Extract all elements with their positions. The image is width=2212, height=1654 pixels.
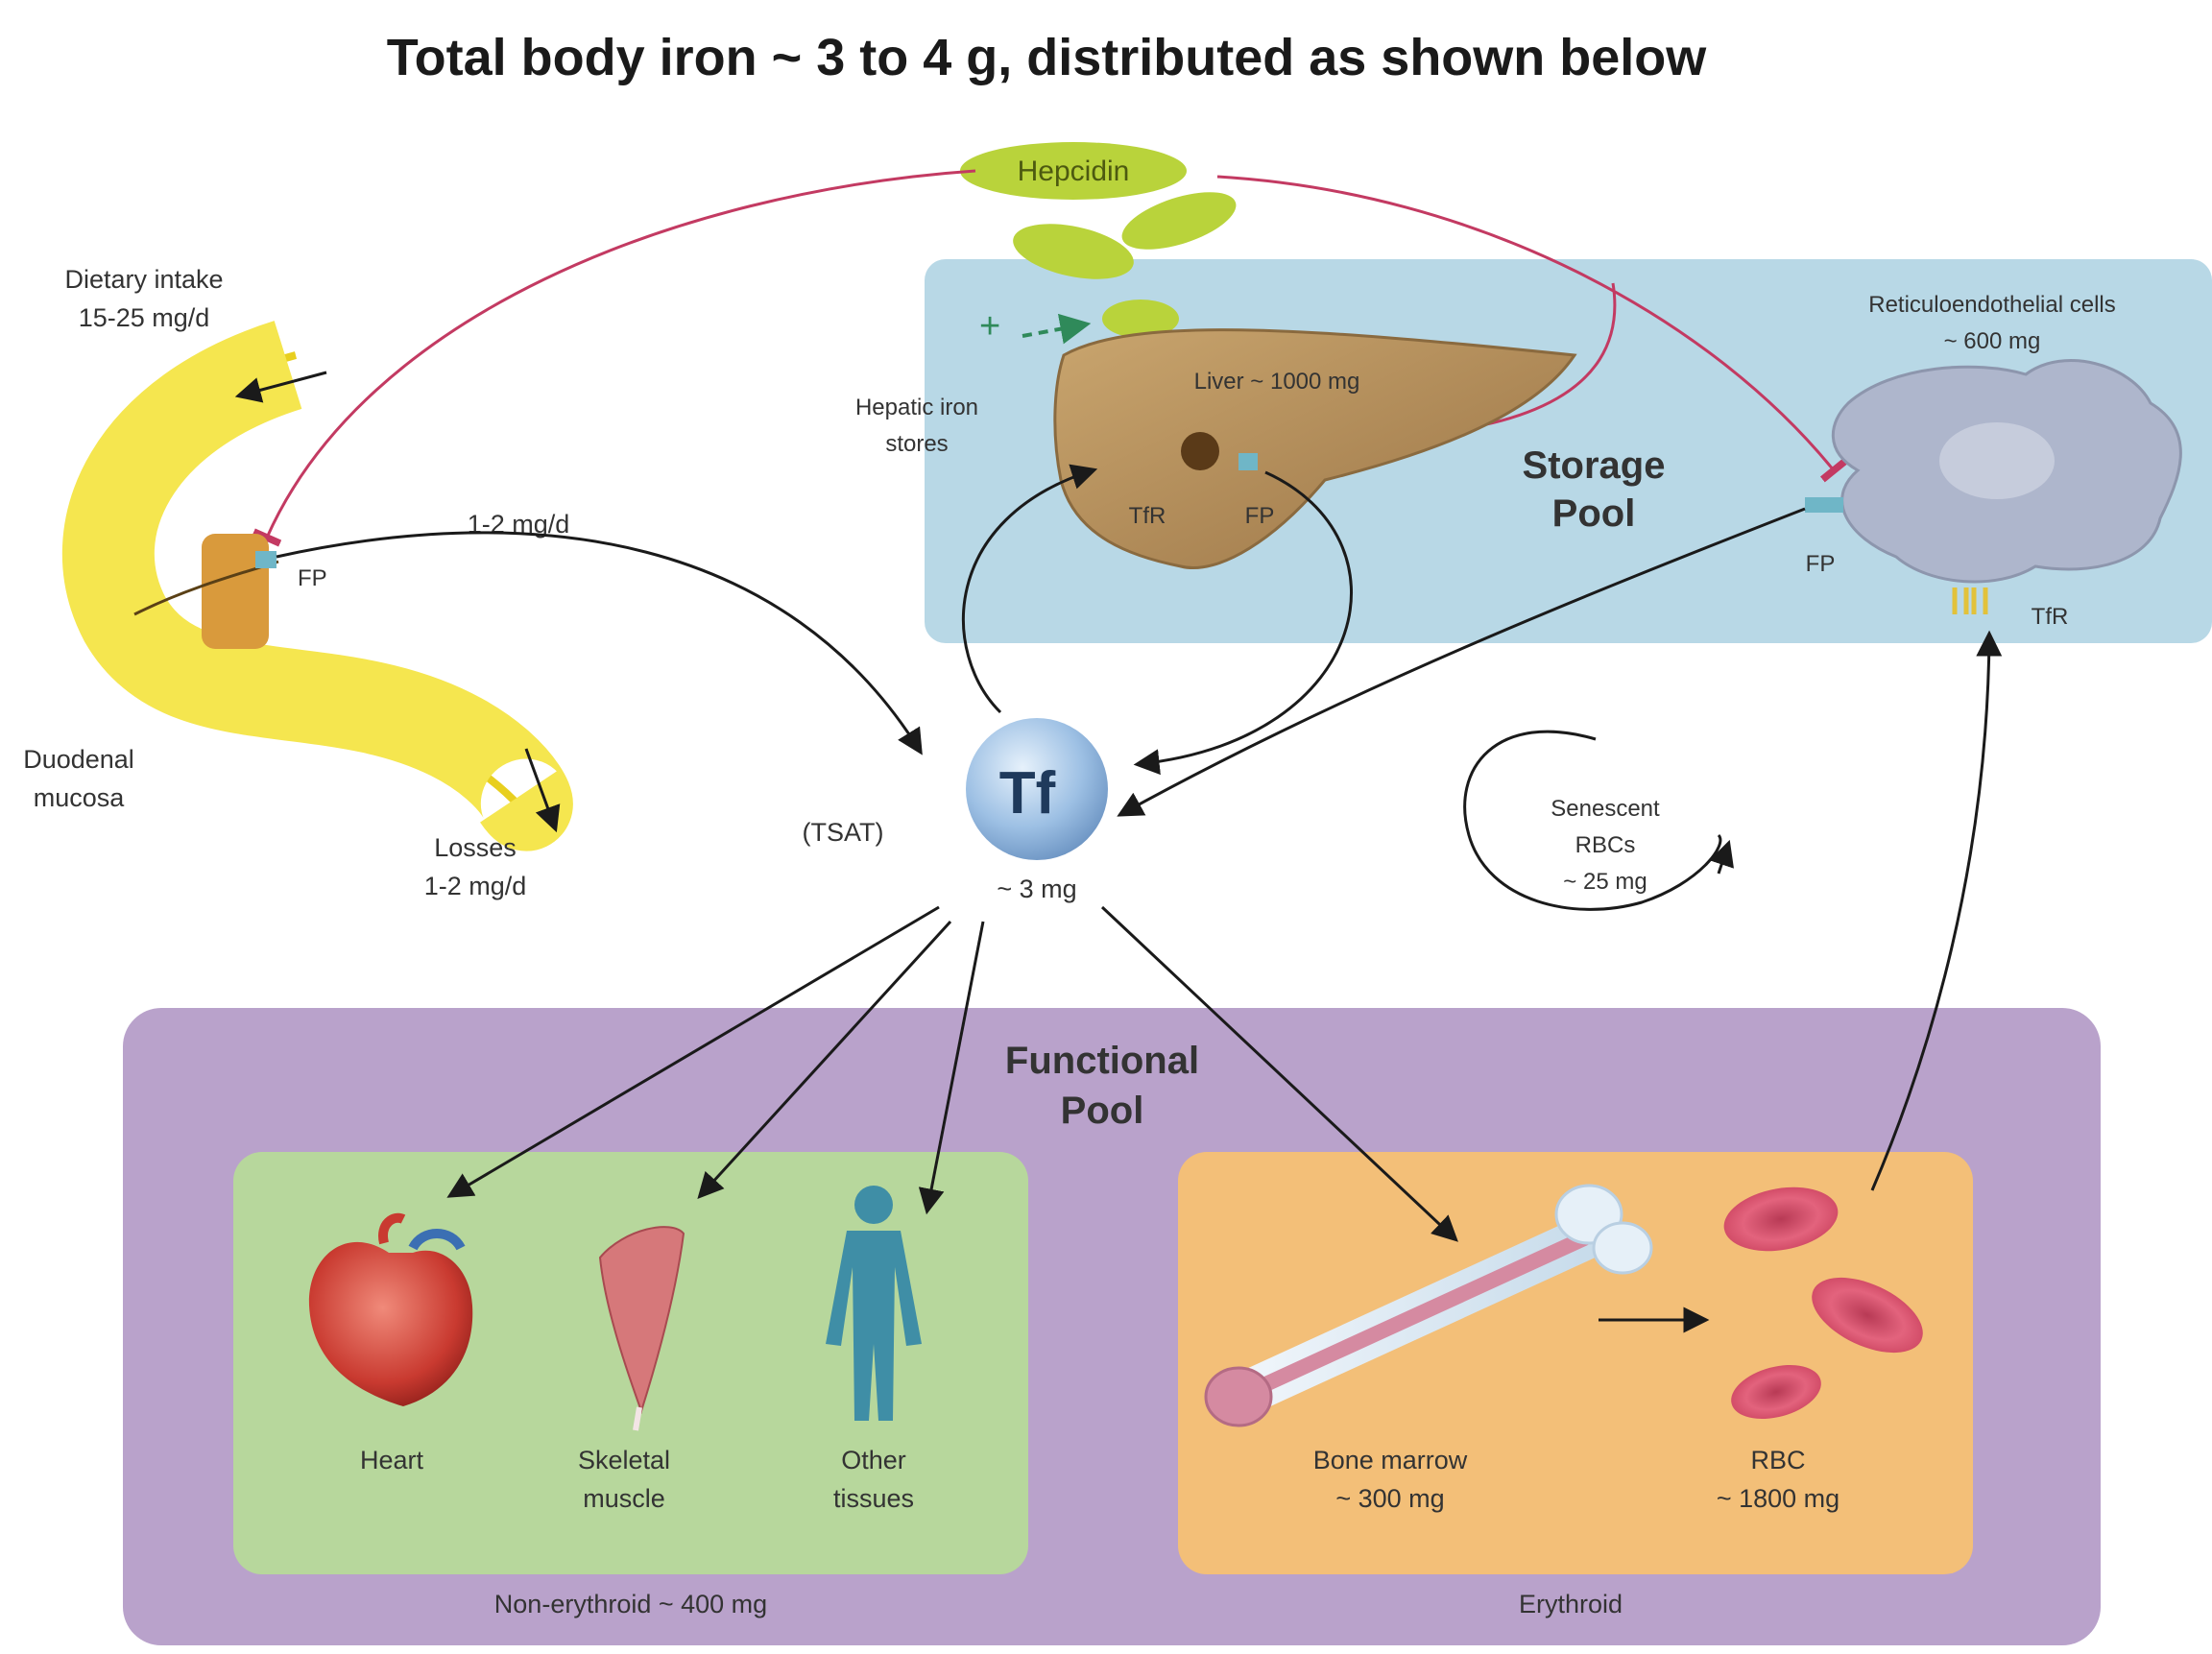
- transferrin-amount: ~ 3 mg: [997, 875, 1076, 903]
- erythroid-caption: Erythroid: [1519, 1590, 1623, 1618]
- non-erythroid-caption: Non-erythroid ~ 400 mg: [494, 1590, 767, 1618]
- transferrin-symbol: Tf: [999, 760, 1056, 827]
- hepcidin-inhibit-duodenum: [267, 171, 975, 538]
- senescent-amount: ~ 25 mg: [1563, 869, 1647, 895]
- duodenal-fp-label: FP: [298, 565, 327, 591]
- re-fp-label: FP: [1806, 551, 1836, 577]
- liver-iron-core: [1181, 432, 1219, 470]
- re-ferroportin: [1805, 497, 1843, 513]
- muscle-label-2: muscle: [583, 1484, 665, 1513]
- dietary-intake-label: Dietary intake: [64, 265, 223, 294]
- figure-head: [854, 1186, 893, 1224]
- muscle-label: Skeletal: [578, 1446, 670, 1474]
- senescent-rbcs: RBCs: [1575, 832, 1636, 858]
- bone-marrow-label: Bone marrow: [1313, 1446, 1468, 1474]
- re-tfr-label: TfR: [2032, 604, 2069, 630]
- liver-tfr-label: TfR: [1129, 503, 1166, 529]
- duodenal-ferroportin: [255, 551, 276, 568]
- losses-label: Losses: [434, 833, 517, 862]
- rbc-label: RBC: [1750, 1446, 1805, 1474]
- dietary-intake-amount: 15-25 mg/d: [79, 303, 210, 332]
- duodenal-label: Duodenal: [23, 745, 134, 774]
- liver-fp-label: FP: [1245, 503, 1275, 529]
- functional-pool-label: Functional: [1005, 1040, 1199, 1082]
- diagram-title: Total body iron ~ 3 to 4 g, distributed …: [387, 29, 1708, 86]
- hepatic-stores-label-2: stores: [885, 431, 948, 457]
- storage-pool-label: Storage: [1523, 444, 1666, 487]
- re-cells-amount: ~ 600 mg: [1944, 328, 2041, 354]
- re-cell-nucleus: [1939, 422, 2055, 499]
- plus-sign: +: [979, 306, 1000, 347]
- rbc-amount: ~ 1800 mg: [1717, 1484, 1839, 1513]
- storage-pool-label-2: Pool: [1552, 492, 1636, 535]
- liver-ferroportin: [1238, 453, 1258, 470]
- transferrin: Tf: [966, 718, 1108, 860]
- bone-end: [1206, 1368, 1271, 1426]
- losses-amount: 1-2 mg/d: [424, 872, 527, 900]
- other-tissues-label: Other: [841, 1446, 906, 1474]
- senescent-label: Senescent: [1551, 796, 1660, 822]
- senescent-loop-arrow: [1719, 845, 1728, 874]
- functional-pool-label-2: Pool: [1061, 1090, 1144, 1132]
- mucosa-label: mucosa: [34, 783, 126, 812]
- heart-label: Heart: [360, 1446, 424, 1474]
- hepcidin-label: Hepcidin: [1018, 156, 1130, 187]
- liver-label: Liver ~ 1000 mg: [1194, 369, 1360, 395]
- re-cells-label: Reticuloendothelial cells: [1868, 292, 2115, 318]
- tsat-label: (TSAT): [803, 818, 884, 847]
- other-tissues-label-2: tissues: [833, 1484, 914, 1513]
- hepatic-stores-label: Hepatic iron: [855, 395, 978, 420]
- bone-head-2: [1594, 1223, 1651, 1273]
- muscle-tendon: [636, 1407, 639, 1430]
- bone-marrow-amount: ~ 300 mg: [1335, 1484, 1444, 1513]
